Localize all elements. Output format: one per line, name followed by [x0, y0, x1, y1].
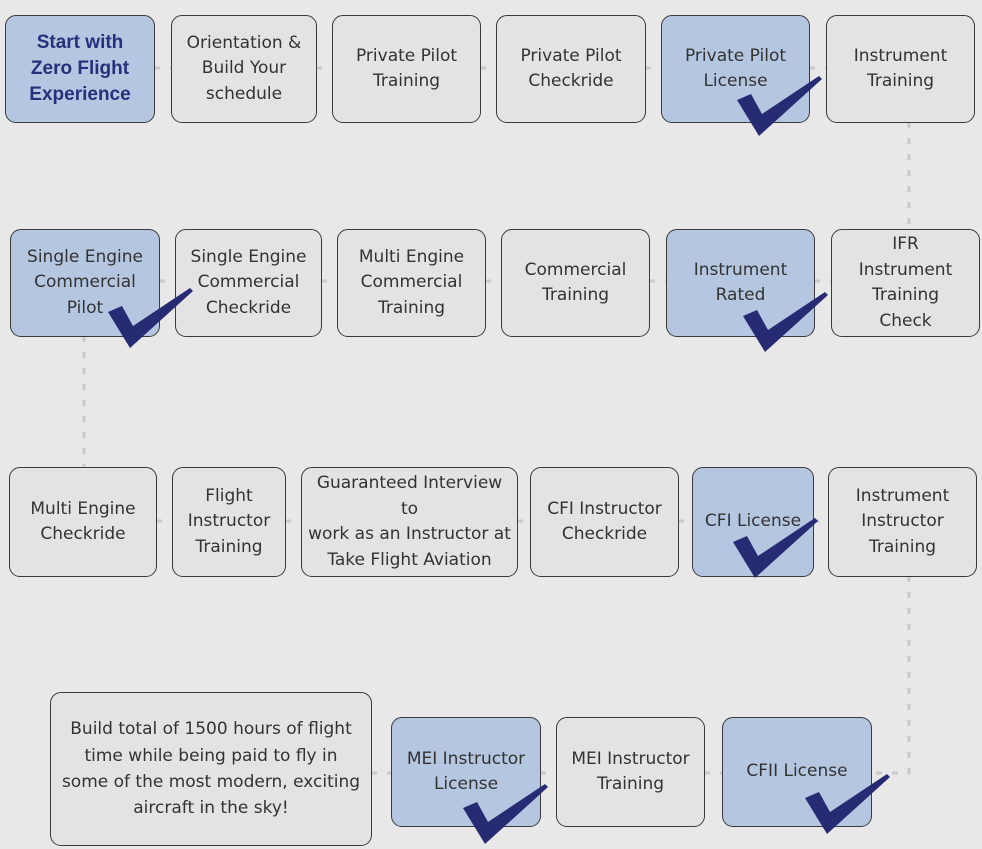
- step-multi-comm-training-label: Multi Engine Commercial Training: [358, 246, 465, 318]
- step-mei-license-label: MEI Instructor License: [406, 748, 526, 795]
- step-ppl-license-label: Private Pilot License: [684, 45, 787, 92]
- step-ppl-checkride-label: Private Pilot Checkride: [520, 45, 622, 92]
- step-ppl-checkride: Private Pilot Checkride: [496, 15, 646, 123]
- step-interview: Guaranteed Interview to work as an Instr…: [301, 467, 518, 577]
- step-instrument-rated-label: Instrument Rated: [693, 259, 788, 306]
- step-multi-checkride: Multi Engine Checkride: [9, 467, 157, 577]
- checkmark-icon: [733, 518, 818, 578]
- checkmark-icon: [737, 76, 822, 136]
- step-ifr-check-label: IFR Instrument Training Check: [858, 234, 953, 331]
- step-ifr-check: IFR Instrument Training Check: [831, 229, 980, 337]
- step-orientation-label: Orientation & Build Your schedule: [186, 32, 302, 104]
- step-single-comm-checkride: Single Engine Commercial Checkride: [175, 229, 322, 337]
- step-mei-training-label: MEI Instructor Training: [571, 748, 690, 795]
- step-orientation: Orientation & Build Your schedule: [171, 15, 317, 123]
- step-cfi-license-label: CFI License: [704, 511, 802, 532]
- step-multi-checkride-label: Multi Engine Checkride: [30, 498, 136, 545]
- step-single-comm-pilot-label: Single Engine Commercial Pilot: [27, 246, 143, 318]
- step-start-label: Start with Zero Flight Experience: [29, 31, 131, 106]
- checkmark-icon: [463, 784, 548, 844]
- step-multi-comm-training: Multi Engine Commercial Training: [337, 229, 486, 337]
- step-mei-training: MEI Instructor Training: [556, 717, 705, 827]
- step-build-hours-label: Build total of 1500 hours of flight time…: [61, 719, 361, 819]
- step-instrument-training-label: Instrument Training: [853, 45, 948, 92]
- step-single-comm-pilot: Single Engine Commercial Pilot: [10, 229, 160, 337]
- step-cfii-license-label: CFII License: [746, 761, 848, 782]
- connector: [871, 576, 911, 775]
- step-fi-training-label: Flight Instructor Training: [187, 485, 271, 557]
- step-ii-training: Instrument Instructor Training: [828, 467, 977, 577]
- checkmark-icon: [108, 288, 193, 348]
- step-ppl-training: Private Pilot Training: [332, 15, 481, 123]
- step-ppl-training-label: Private Pilot Training: [355, 45, 458, 92]
- step-start: Start with Zero Flight Experience: [5, 15, 155, 123]
- step-cfi-checkride: CFI Instructor Checkride: [530, 467, 679, 577]
- step-interview-label: Guaranteed Interview to work as an Instr…: [308, 473, 511, 570]
- checkmark-icon: [805, 774, 890, 834]
- step-fi-training: Flight Instructor Training: [172, 467, 286, 577]
- step-instrument-training: Instrument Training: [826, 15, 975, 123]
- step-commercial-training: Commercial Training: [501, 229, 650, 337]
- checkmark-icon: [743, 292, 828, 352]
- step-ii-training-label: Instrument Instructor Training: [855, 485, 950, 557]
- step-cfi-checkride-label: CFI Instructor Checkride: [547, 498, 662, 545]
- step-single-comm-checkride-label: Single Engine Commercial Checkride: [190, 246, 307, 318]
- step-commercial-training-label: Commercial Training: [524, 259, 627, 306]
- step-build-hours: Build total of 1500 hours of flight time…: [50, 692, 372, 846]
